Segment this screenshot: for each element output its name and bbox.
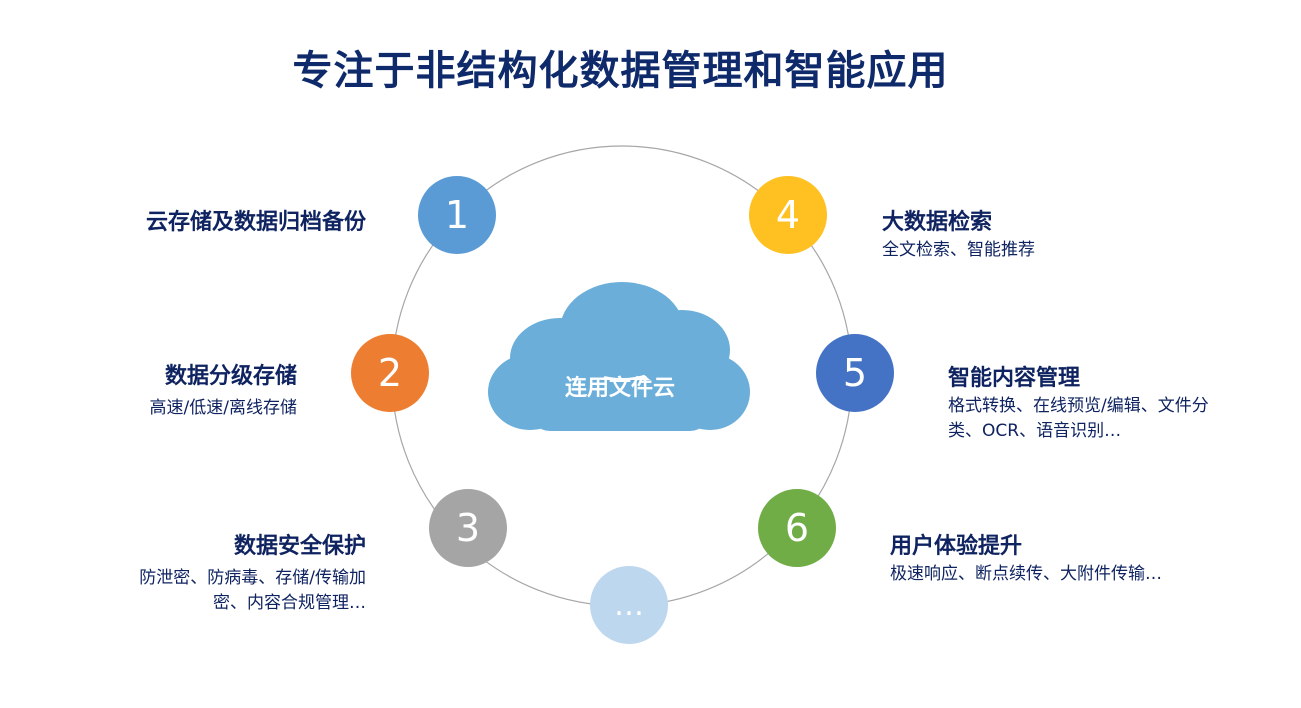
label-6-heading: 用户体验提升 — [890, 534, 1023, 559]
node-4: 4 — [749, 176, 827, 254]
label-1-heading: 云存储及数据归档备份 — [145, 210, 366, 235]
label-2-heading: 数据分级存储 — [164, 364, 297, 389]
label-3-desc: 防泄密、防病毒、存储/传输加密、内容合规管理… — [139, 568, 366, 613]
label-5-desc: 格式转换、在线预览/编辑、文件分类、OCR、语音识别… — [948, 396, 1209, 441]
node-6: 6 — [758, 489, 836, 567]
node-5: 5 — [816, 334, 894, 412]
label-3-heading: 数据安全保护 — [233, 534, 366, 559]
label-1: 云存储及数据归档备份 — [146, 204, 366, 236]
label-6: 用户体验提升 极速响应、断点续传、大附件传输… — [890, 528, 1165, 587]
label-2-desc: 高速/低速/离线存储 — [149, 398, 297, 418]
label-4: 大数据检索 全文检索、智能推荐 — [882, 204, 1035, 263]
label-5: 智能内容管理 格式转换、在线预览/编辑、文件分类、OCR、语音识别… — [948, 360, 1233, 444]
label-3: 数据安全保护 防泄密、防病毒、存储/传输加密、内容合规管理… — [126, 528, 366, 616]
label-6-desc: 极速响应、断点续传、大附件传输… — [890, 564, 1162, 584]
node-1: 1 — [418, 176, 496, 254]
label-2: 数据分级存储 高速/低速/离线存储 — [150, 358, 297, 421]
page-title: 专注于非结构化数据管理和智能应用 — [292, 48, 949, 94]
label-5-heading: 智能内容管理 — [948, 366, 1081, 391]
node-2: 2 — [351, 334, 429, 412]
label-4-desc: 全文检索、智能推荐 — [882, 240, 1035, 260]
label-4-heading: 大数据检索 — [882, 210, 993, 235]
cloud-shape — [488, 282, 750, 431]
node-more: … — [590, 566, 668, 644]
center-cloud-label: 连用文件云 — [564, 376, 675, 401]
node-3: 3 — [429, 489, 507, 567]
